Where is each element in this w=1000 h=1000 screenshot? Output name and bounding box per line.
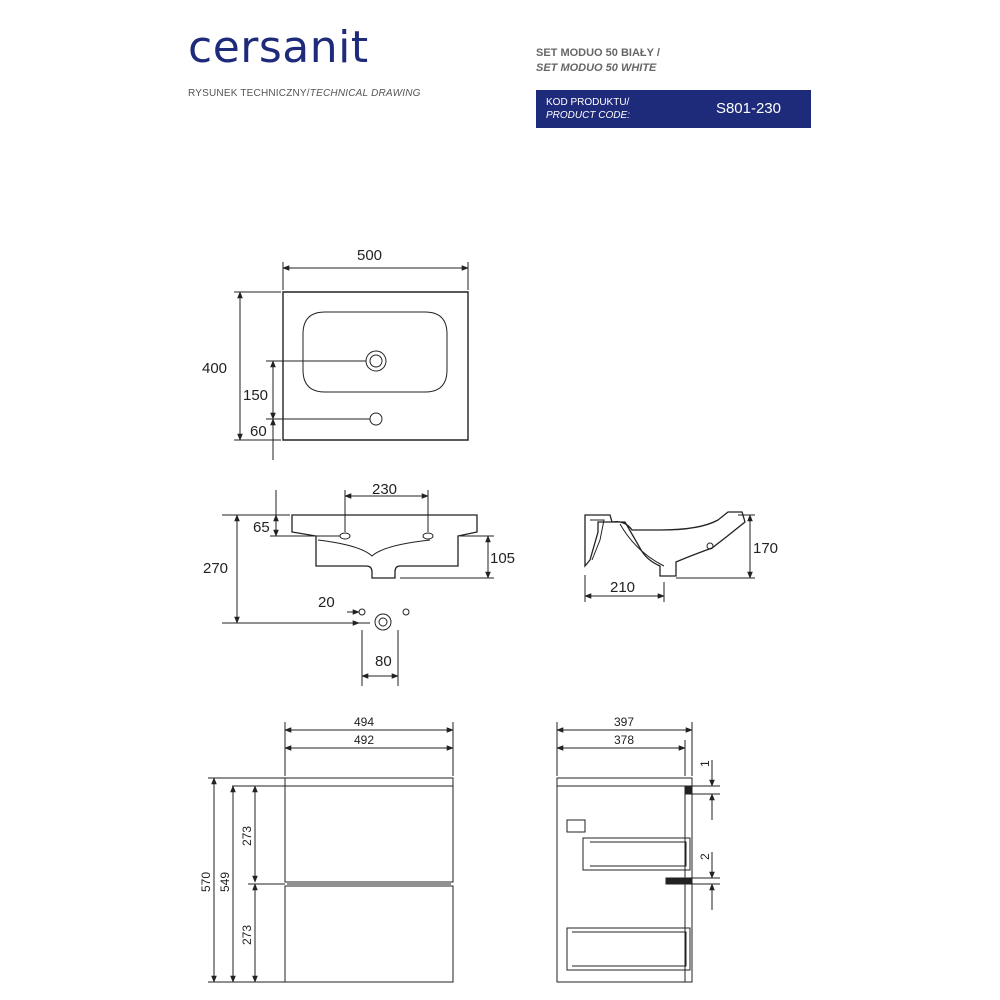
basin-top-view (234, 262, 469, 460)
basin-side-view (584, 511, 755, 602)
dim-tap-offset: 150 (243, 387, 268, 404)
dim-side-height: 170 (753, 540, 778, 557)
dim-cabinet-depth-inner: 378 (614, 733, 634, 747)
dim-gap-mid: 2 (698, 853, 712, 860)
cabinet-front-view (208, 722, 454, 983)
dim-gap-top: 1 (698, 760, 712, 767)
dim-drain-depth: 105 (490, 550, 515, 567)
dim-cabinet-width-inner: 492 (354, 733, 374, 747)
dim-cabinet-height: 570 (199, 872, 213, 892)
dim-cabinet-width-outer: 494 (354, 715, 374, 729)
dim-basin-height: 270 (203, 560, 228, 577)
dim-cabinet-depth-outer: 397 (614, 715, 634, 729)
basin-front-view (222, 490, 494, 686)
dim-side-depth: 210 (610, 579, 635, 596)
drawing-type: RYSUNEK TECHNICZNY/TECHNICAL DRAWING (188, 88, 421, 99)
dim-drawer-bottom-height: 273 (240, 925, 254, 945)
product-code-value: S801-230 (715, 100, 781, 117)
product-name-pl: SET MODUO 50 BIAŁY / (536, 47, 660, 59)
product-code-label-en: PRODUCT CODE: (546, 110, 630, 121)
product-code-label: KOD PRODUKTU/ PRODUCT CODE: (546, 96, 630, 122)
dim-overflow-offset: 60 (250, 423, 267, 440)
drawing-type-pl: RYSUNEK TECHNICZNY/ (188, 88, 310, 99)
dim-drain-spacing: 80 (375, 653, 392, 670)
product-code-box: KOD PRODUKTU/ PRODUCT CODE: S801-230 (536, 90, 811, 128)
product-title: SET MODUO 50 BIAŁY / SET MODUO 50 WHITE (536, 46, 660, 76)
dim-basin-width: 500 (357, 247, 382, 264)
drawing-type-en: TECHNICAL DRAWING (309, 88, 421, 99)
dim-cabinet-body-height: 549 (218, 872, 232, 892)
cabinet-side-view (556, 722, 720, 983)
brand-logo: cersanit (188, 22, 369, 73)
dim-mount-height: 65 (253, 519, 270, 536)
dim-drawer-top-height: 273 (240, 826, 254, 846)
product-name-en: SET MODUO 50 WHITE (536, 62, 657, 74)
product-code-label-pl: KOD PRODUKTU/ (546, 97, 630, 108)
dim-drain-offset: 20 (318, 594, 335, 611)
dim-mount-spacing: 230 (372, 481, 397, 498)
dim-basin-depth: 400 (202, 360, 227, 377)
